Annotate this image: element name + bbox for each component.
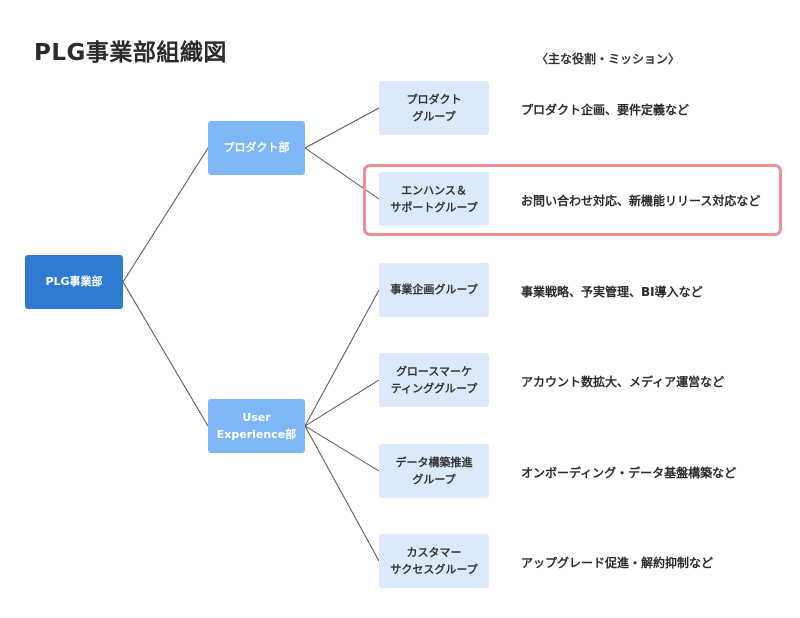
- page-title: PLG事業部組織図: [34, 40, 227, 66]
- dept-node-user-experience: User Experience部: [208, 399, 305, 453]
- group-description-growth-marketing: アカウント数拡大、メディア運営など: [521, 375, 725, 389]
- group-node-customer-success: カスタマー サクセスグループ: [379, 534, 489, 588]
- connector-root-dept-ux: [122, 281, 209, 427]
- group-node-label-line1: グロースマーケ: [395, 364, 473, 378]
- dept-node-product: プロダクト部: [208, 121, 305, 175]
- root-node-label: PLG事業部: [45, 275, 103, 289]
- connector-root-dept-product: [122, 147, 209, 283]
- group-node-enhance-support: エンハンス＆ サポートグループ: [379, 172, 489, 226]
- group-description-data-build: オンボーディング・データ基盤構築など: [521, 466, 737, 480]
- group-node-label-line1: カスタマー: [406, 545, 462, 559]
- group-node-data-build: データ構築推進 グループ: [379, 444, 489, 498]
- group-node-label-line2: グループ: [412, 473, 456, 486]
- connector-dept-product-group-enhance: [304, 147, 380, 200]
- dept-node-label: プロダクト部: [223, 141, 290, 155]
- group-node-label-line1: プロダクト: [406, 92, 462, 106]
- connector-dept-ux-group-growth: [304, 379, 380, 427]
- group-description-enhance-support: お問い合わせ対応、新機能リリース対応など: [521, 194, 761, 208]
- connector-dept-ux-group-data: [304, 425, 380, 472]
- group-node-business-planning: 事業企画グループ: [379, 263, 489, 317]
- group-node-label-line1: データ構築推進: [395, 455, 473, 469]
- group-node-label-line2: サポートグループ: [390, 201, 478, 214]
- group-node-label-line1: エンハンス＆: [401, 183, 467, 197]
- group-description-product: プロダクト企画、要件定義など: [521, 103, 690, 117]
- dept-node-label-line2: Experience部: [216, 428, 297, 441]
- connector-dept-ux-group-planning: [304, 289, 380, 427]
- connector-dept-ux-group-cs: [304, 425, 380, 562]
- group-node-label: 事業企画グループ: [390, 283, 478, 297]
- connector-dept-product-group-product: [304, 107, 380, 149]
- group-description-customer-success: アップグレード促進・解約抑制など: [521, 556, 714, 570]
- group-node-label-line2: ティンググループ: [390, 382, 478, 395]
- roles-header: 〈主な役割・ミッション〉: [536, 52, 681, 66]
- root-node-plg: PLG事業部: [25, 255, 123, 309]
- group-node-label-line2: グループ: [412, 110, 456, 123]
- dept-node-label-line1: User: [242, 410, 271, 424]
- group-node-product: プロダクト グループ: [379, 81, 489, 135]
- group-description-business-planning: 事業戦略、予実管理、BI導入など: [521, 285, 703, 299]
- highlight-frame: [363, 164, 782, 236]
- group-node-growth-marketing: グロースマーケ ティンググループ: [379, 353, 489, 407]
- group-node-label-line2: サクセスグループ: [390, 563, 478, 576]
